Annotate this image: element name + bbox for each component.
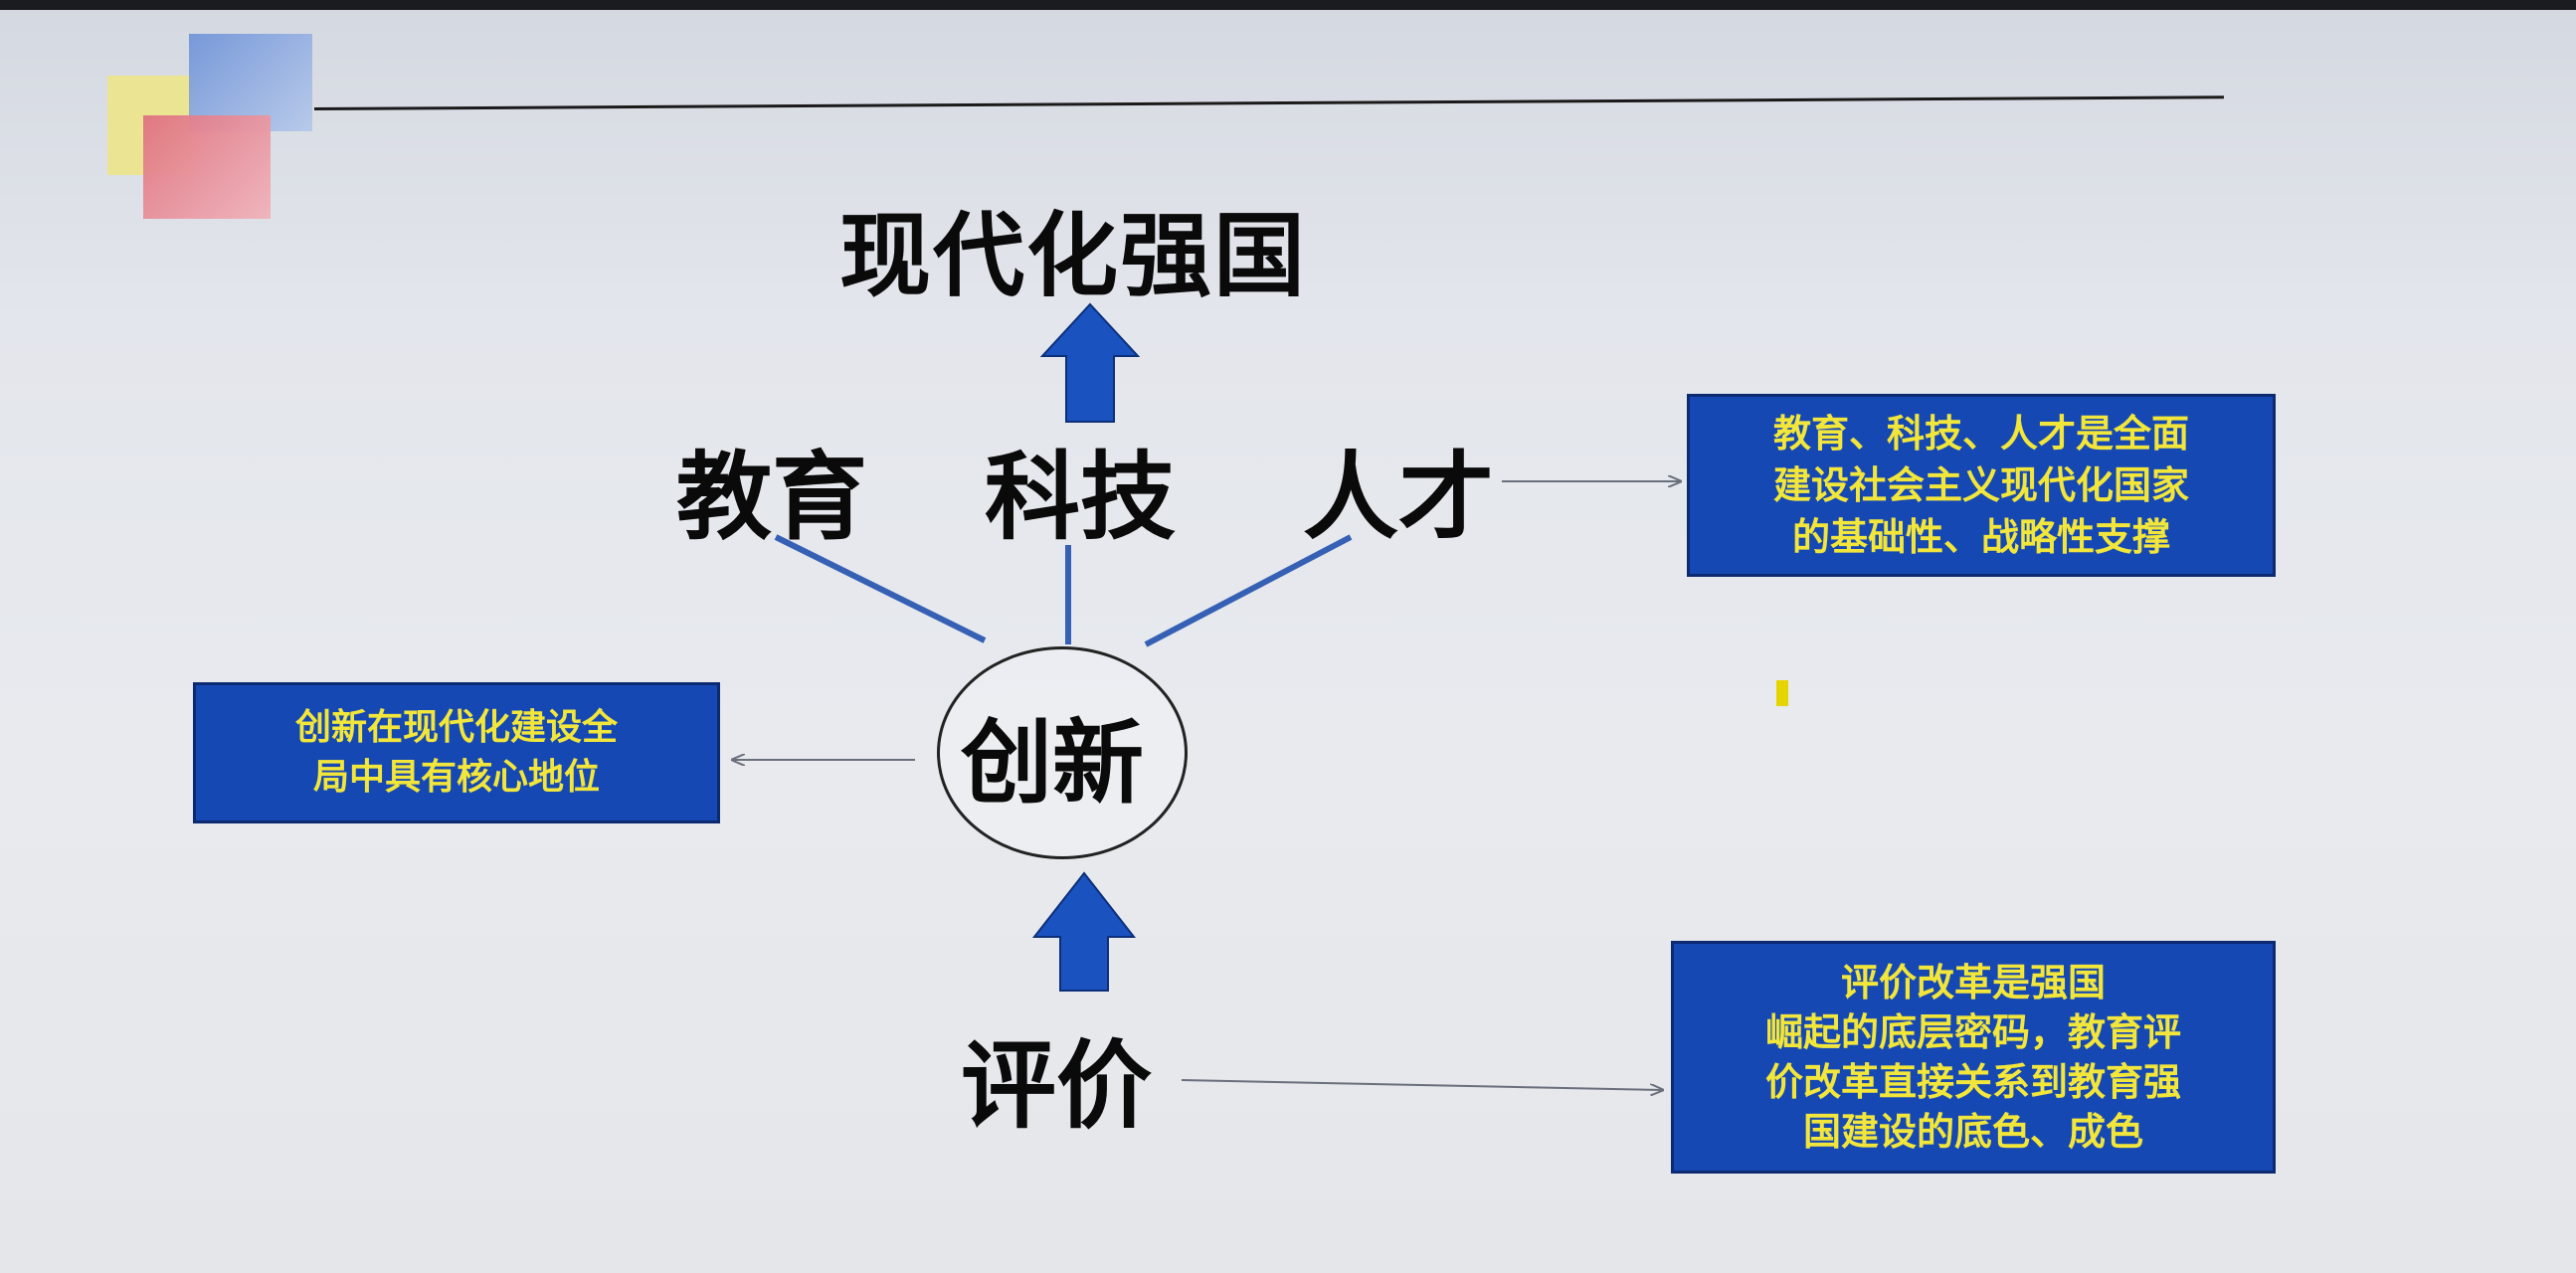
top-edge-bar: [0, 0, 2576, 10]
foundation-note-line: 评价改革是强国: [1840, 961, 2106, 1004]
core-note-box: 创新在现代化建设全 局中具有核心地位: [193, 682, 720, 823]
pillar-talent: 人才: [1303, 442, 1494, 553]
pillars-note-line: 建设社会主义现代化国家: [1772, 463, 2189, 507]
core-note-line: 局中具有核心地位: [312, 757, 600, 798]
up-arrow-to-title: [1039, 302, 1141, 423]
connector-talent: [1144, 534, 1353, 647]
pillars-note-box: 教育、科技、人才是全面 建设社会主义现代化国家 的基础性、战略性支撑: [1687, 394, 2276, 577]
foundation-note-box: 评价改革是强国 崛起的底层密码，教育评 价改革直接关系到教育强 国建设的底色、成…: [1671, 941, 2276, 1174]
decor-red-square: [143, 115, 271, 219]
core-note-line: 创新在现代化建设全: [294, 707, 618, 748]
innovation-ellipse: [937, 646, 1188, 859]
pillars-note-line: 的基础性、战略性支撑: [1791, 515, 2170, 559]
pillar-education: 教育: [676, 442, 867, 553]
yellow-cursor-mark: [1776, 680, 1788, 706]
decor-blue-square: [189, 34, 312, 131]
diagram-title: 现代化强国: [839, 203, 1308, 309]
connector-education: [774, 534, 987, 643]
foundation-note-line: 国建设的底色、成色: [1802, 1110, 2143, 1154]
foundation-evaluation: 评价: [961, 1030, 1152, 1142]
pillars-note-line: 教育、科技、人才是全面: [1772, 412, 2189, 455]
foundation-note-line: 崛起的底层密码，教育评: [1764, 1010, 2181, 1054]
up-arrow-to-innovation: [1031, 871, 1137, 992]
foundation-note-line: 价改革直接关系到教育强: [1764, 1060, 2181, 1104]
pointer-evaluation-to-note: [1181, 1079, 1663, 1090]
core-innovation: 创新: [961, 710, 1145, 817]
pillar-science-tech: 科技: [985, 442, 1176, 553]
